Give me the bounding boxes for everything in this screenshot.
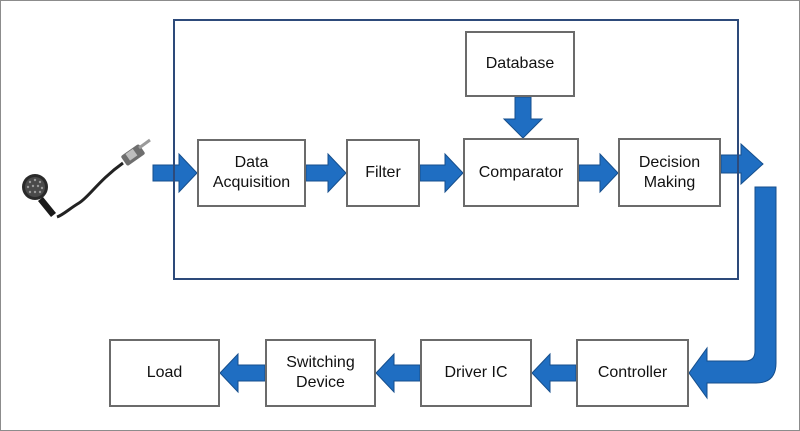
- arrow-switching-to-load: [219, 352, 266, 394]
- arrow-database-to-comparator: [502, 96, 544, 139]
- controller-block: Controller: [576, 339, 689, 407]
- switching-device-block: Switching Device: [265, 339, 376, 407]
- decision-making-block: Decision Making: [618, 138, 721, 207]
- filter-block: Filter: [346, 139, 420, 207]
- arrow-decision-output: [720, 142, 764, 186]
- arrow-acquisition-to-filter: [305, 152, 347, 194]
- arrow-mic-to-system: [152, 152, 198, 194]
- load-block: Load: [109, 339, 220, 407]
- database-block: Database: [465, 31, 575, 97]
- comparator-block: Comparator: [463, 138, 579, 207]
- arrow-comparator-to-decision: [578, 152, 619, 194]
- arrow-controller-to-driver: [531, 352, 577, 394]
- microphone-icon: [22, 138, 151, 219]
- arrow-filter-to-comparator: [419, 152, 464, 194]
- driver-ic-block: Driver IC: [420, 339, 532, 407]
- arrow-to-controller: [688, 186, 777, 400]
- processing-unit-frame: [173, 19, 739, 280]
- arrow-driver-to-switching: [375, 352, 421, 394]
- data-acquisition-block: Data Acquisition: [197, 139, 306, 207]
